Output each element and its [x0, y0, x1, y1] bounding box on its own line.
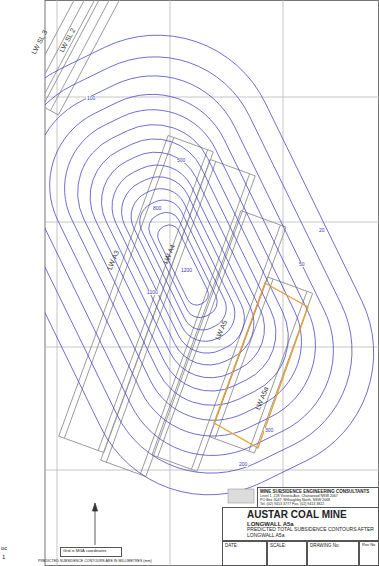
title-block-cell: Rev No: [359, 541, 379, 566]
contour-value: 500: [176, 158, 186, 163]
contour-value: 200: [238, 462, 248, 467]
title-text: DRAWING No:: [310, 543, 356, 548]
map-note: oc: [1, 545, 7, 551]
title-text: Rev No: [362, 543, 376, 548]
title-text: DATE:: [225, 543, 264, 548]
panel-name: LW A3: [106, 249, 120, 270]
title-text: Grid is MGA coordinates: [63, 549, 119, 554]
map-note: PREDICTED SUBSIDENCE CONTOURS ARE IN MIL…: [38, 560, 152, 564]
title-text: SCALE:: [270, 543, 304, 548]
panel-name: LW A4: [162, 243, 176, 264]
map-note: 1: [2, 554, 5, 560]
contour-value: 100: [86, 96, 96, 101]
subsidence-contours: [45, 0, 379, 535]
contour-value: 50: [298, 262, 306, 267]
title-text: MINE SUBSIDENCE ENGINEERING CONSULTANTS: [260, 489, 376, 494]
panel-name: LW A5: [214, 319, 228, 340]
title-block-cell: Grid is MGA coordinates: [60, 547, 122, 557]
detail-text: PREDICTED TOTAL SUBSIDENCE CONTOURS AFTE…: [247, 527, 376, 539]
panel-name: LW SL 2: [58, 27, 76, 53]
contour-value: 1200: [180, 268, 193, 273]
coordinate-grid: [45, 0, 379, 566]
longwall-outline: [214, 283, 308, 448]
contour-value: 1100: [146, 290, 159, 295]
contour-value: 800: [152, 206, 162, 211]
map-frame: [45, 1, 379, 566]
title-block-cell: DATE:: [222, 541, 267, 566]
title-text: AUSTAR COAL MINE: [247, 509, 376, 521]
title-block-cell: DRAWING No:: [307, 541, 359, 566]
north-arrow: [93, 503, 98, 545]
detail-text: LONGWALL A5a: [247, 521, 376, 528]
title-block-cell: SCALE:: [267, 541, 307, 566]
contour-value: 300: [264, 428, 274, 433]
title-block-cell: MINE SUBSIDENCE ENGINEERING CONSULTANTSL…: [257, 487, 379, 509]
title-block-cell: AUSTAR COAL MINELONGWALL A5aPREDICTED TO…: [222, 507, 379, 541]
detail-text: Tel. (02) 9413 3777 Fax. (02) 9413 3822: [260, 502, 376, 506]
detail-text: PO Box 3047, Willoughby North, NSW 2068: [260, 498, 376, 502]
panel-name: LW SL 3: [30, 29, 48, 55]
contour-value: 20: [318, 228, 326, 233]
panel-name: LW A5a: [254, 386, 269, 411]
detail-text: Level 1, 228 Victoria Ave, Chatswood NSW…: [260, 494, 376, 498]
